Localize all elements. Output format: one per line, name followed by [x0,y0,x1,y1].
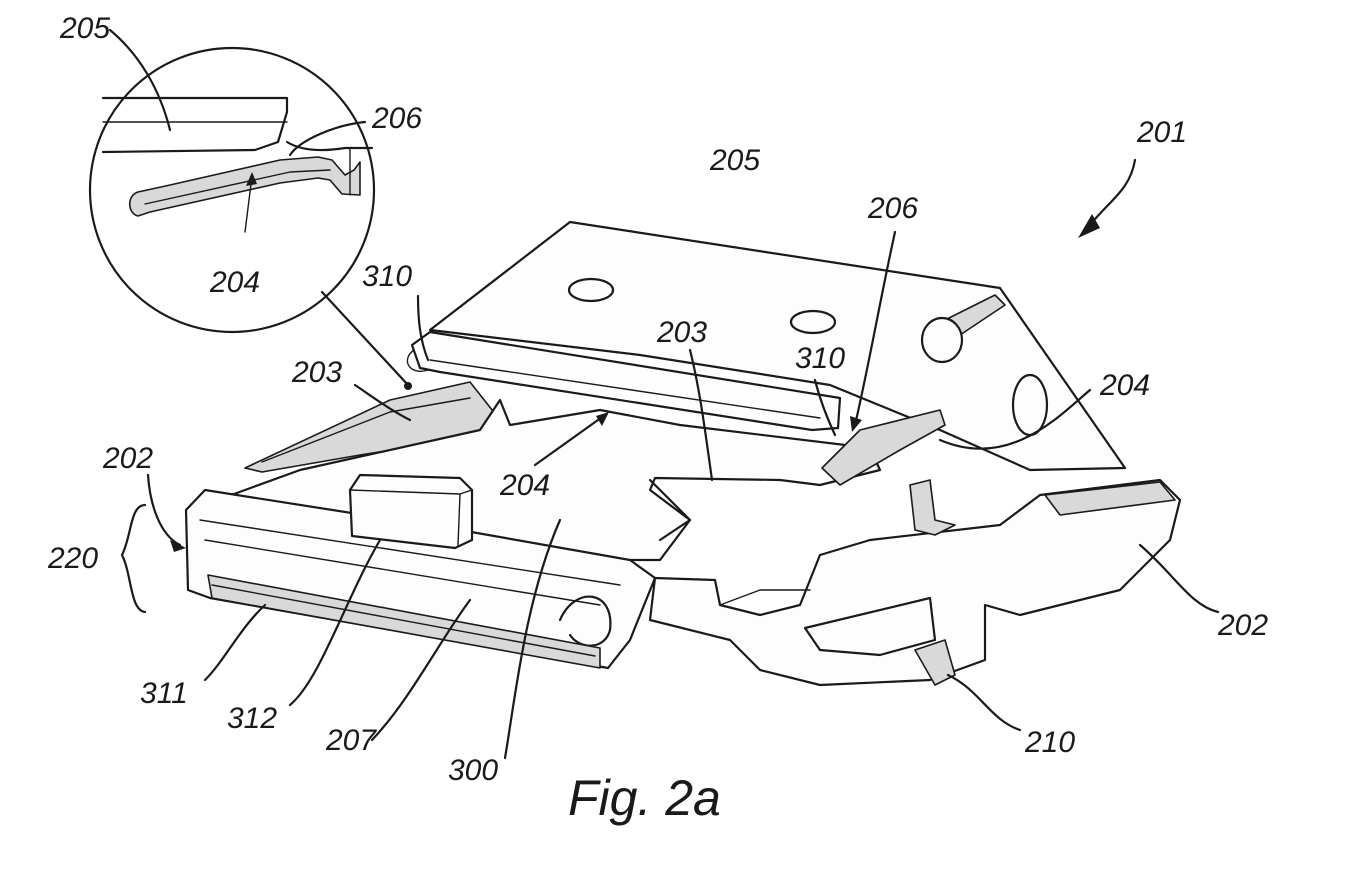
label-204-center: 204 [499,469,550,502]
label-202-right: 202 [1217,609,1268,642]
label-220: 220 [47,542,98,575]
device-drawing [186,222,1180,685]
label-206-detail: 206 [371,102,422,135]
detail-tongue [130,157,360,216]
label-310-left: 310 [362,260,412,293]
label-203-center: 203 [656,316,707,349]
label-310-right: 310 [795,342,845,375]
tab [910,480,955,535]
label-204-right: 204 [1099,369,1150,402]
label-203-left: 203 [291,356,342,389]
label-205-top: 205 [709,144,760,177]
label-201: 201 [1136,116,1187,149]
label-311: 311 [140,677,188,710]
label-300: 300 [448,754,498,787]
label-202-left: 202 [102,442,153,475]
label-204-detail: 204 [209,266,260,299]
label-205-detail: 205 [59,12,110,45]
detail-plate [103,98,287,152]
label-210: 210 [1024,726,1075,759]
label-207: 207 [325,724,377,757]
slider-block [350,475,472,548]
label-206-right: 206 [867,192,918,225]
label-312: 312 [227,702,277,735]
figure-caption: Fig. 2a [568,770,721,826]
